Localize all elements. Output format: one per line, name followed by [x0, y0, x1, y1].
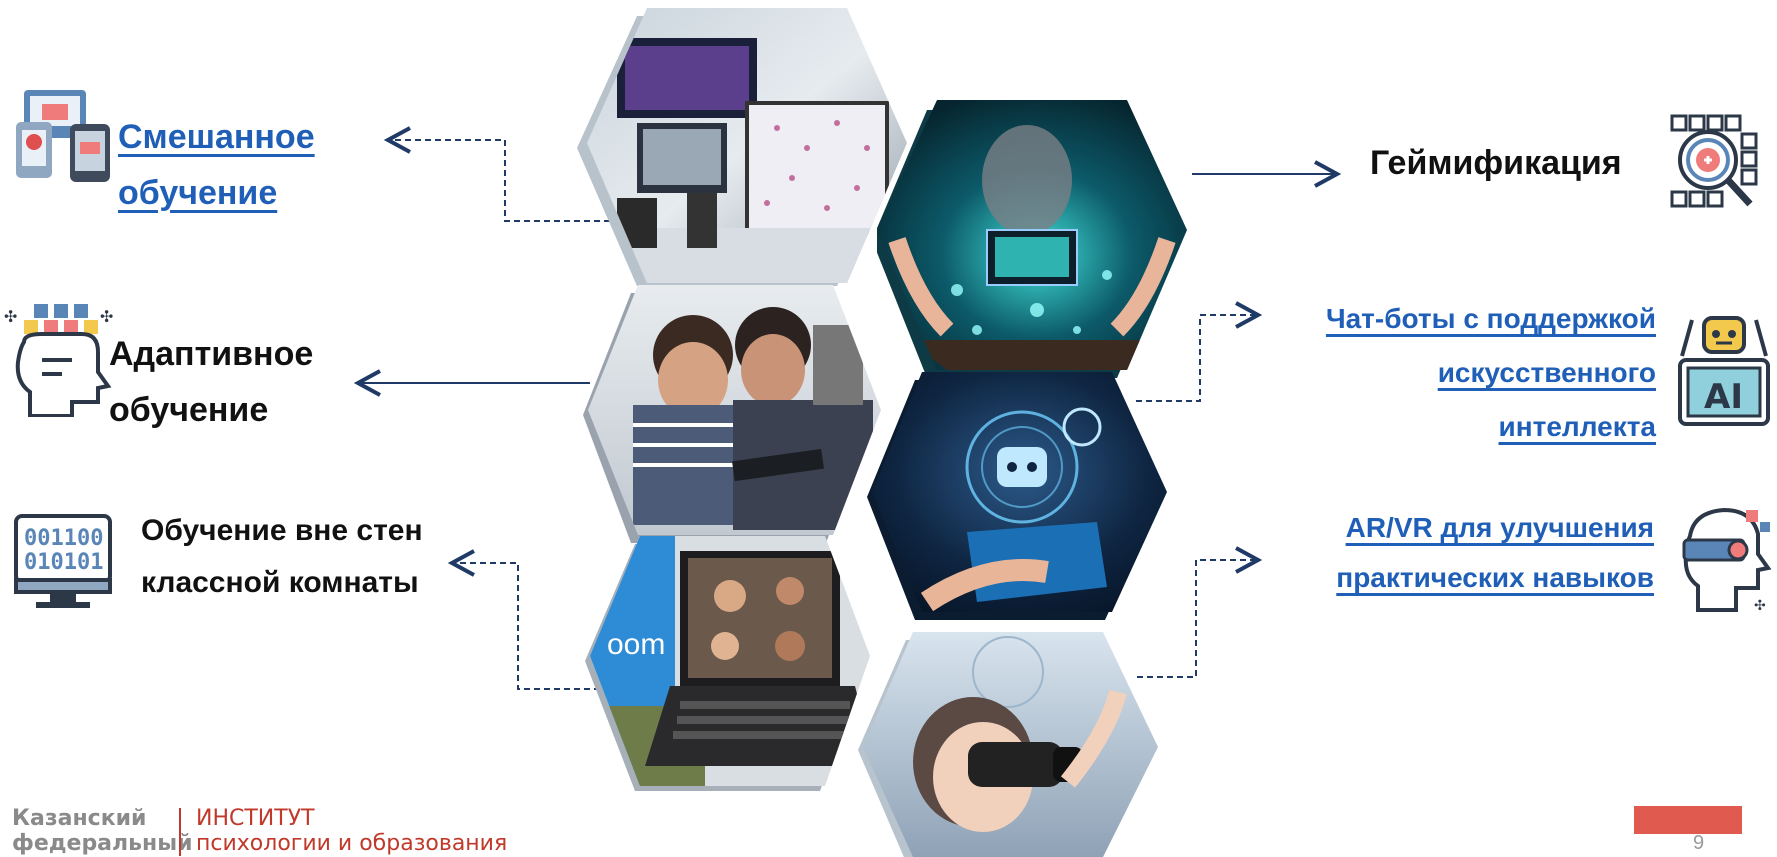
ai-robot-icon: AI [1674, 310, 1774, 433]
chatbots-link[interactable]: Чат-боты с поддержкой искусственного инт… [1326, 292, 1656, 454]
adaptive-line-1: Адаптивное [109, 335, 314, 373]
outside-line-1: Обучение вне стен [141, 514, 423, 547]
blended-line-1[interactable]: Смешанное [118, 118, 315, 156]
university-line-1: Казанский [12, 806, 147, 831]
hex-photo-vr-child [858, 632, 1163, 857]
binary-monitor-icon: 001100 010101 [14, 514, 112, 617]
page-tab [1634, 806, 1742, 834]
footer-divider [179, 808, 181, 856]
hex-photo-students-tablet [583, 285, 883, 545]
arvr-line-2[interactable]: практических навыков [1336, 562, 1654, 593]
institute-line-1: ИНСТИТУТ [196, 806, 315, 831]
chatbots-line-1[interactable]: Чат-боты с поддержкой [1325, 303, 1656, 334]
hex-photo-lab-microscope [577, 8, 917, 288]
blended-learning-link[interactable]: Смешанное обучение [118, 109, 315, 221]
hex-photo-gaming-hologram [877, 100, 1197, 380]
gamification-label: Геймификация [1370, 144, 1622, 182]
svg-text:001100: 001100 [24, 526, 103, 551]
university-logo-text: Казанский федеральный [12, 806, 193, 856]
institute-logo-text: ИНСТИТУТ психологии и образования [196, 806, 507, 856]
svg-text:✣: ✣ [100, 307, 113, 326]
outside-line-2: классной комнаты [141, 566, 419, 599]
head-with-gears-icon: ✣ ✣ [2, 302, 117, 422]
blended-line-2[interactable]: обучение [118, 174, 278, 212]
svg-text:010101: 010101 [24, 550, 103, 575]
svg-text:✣: ✣ [1754, 598, 1766, 614]
hex-photo-chatbot-phone [867, 372, 1177, 622]
page-number: 9 [1693, 832, 1705, 854]
target-magnifier-icon [1664, 112, 1764, 222]
institute-line-2: психологии и образования [196, 831, 508, 856]
svg-text:AI: AI [1704, 377, 1743, 417]
zoom-caption: oom [607, 628, 666, 661]
adaptive-line-2: обучение [109, 391, 269, 429]
arrow-chatbots [1136, 315, 1258, 402]
svg-text:✣: ✣ [4, 307, 17, 326]
outside-classroom-label: Обучение вне стен классной комнаты [141, 505, 423, 609]
vr-head-icon: ✣ [1676, 506, 1772, 619]
arvr-line-1[interactable]: AR/VR для улучшения [1345, 512, 1654, 543]
chatbots-line-2[interactable]: искусственного [1437, 357, 1656, 388]
devices-icon [14, 82, 119, 192]
university-line-2: федеральный [12, 831, 193, 856]
arrow-outside [452, 563, 600, 690]
adaptive-learning-label: Адаптивное обучение [109, 326, 313, 438]
arvr-link[interactable]: AR/VR для улучшения практических навыков [1336, 503, 1654, 603]
chatbots-line-3[interactable]: интеллекта [1498, 411, 1657, 442]
arrow-blended [388, 140, 650, 222]
hex-photo-zoom-laptop: oom [585, 536, 875, 791]
